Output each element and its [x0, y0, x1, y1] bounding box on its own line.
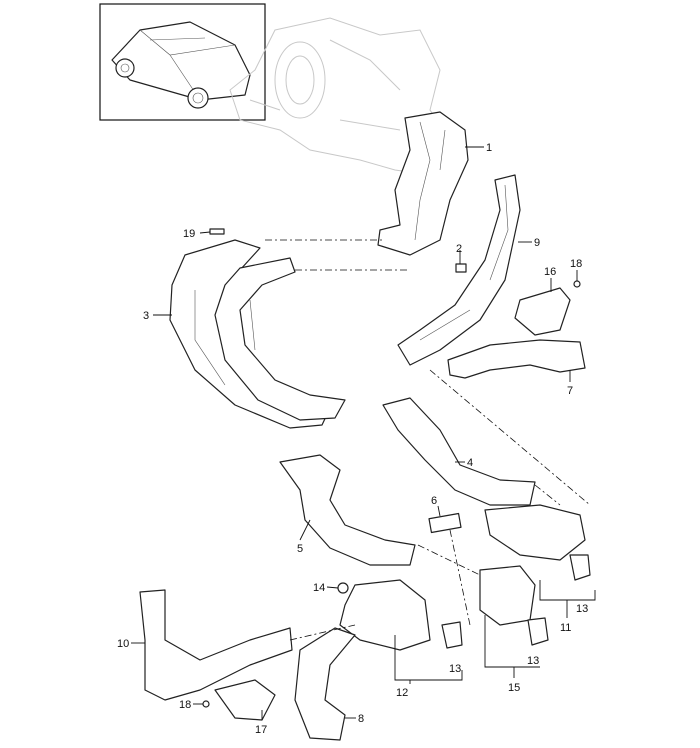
callout-5: 5 [297, 543, 303, 555]
callout-18-top: 18 [570, 258, 582, 270]
part-11-blower-right [484, 504, 591, 581]
callout-12: 12 [396, 687, 408, 699]
part-16-bracket [514, 287, 571, 336]
part-3-duct [169, 239, 346, 429]
callout-6: 6 [431, 495, 437, 507]
part-1-duct [377, 111, 469, 256]
callout-2: 2 [456, 243, 462, 255]
part-10-duct [139, 589, 293, 701]
part-9-duct [397, 174, 521, 366]
part-7-duct [447, 339, 586, 379]
callout-4: 4 [467, 457, 473, 469]
callout-10: 10 [117, 638, 129, 650]
callout-15: 15 [508, 682, 520, 694]
callout-13-center: 13 [449, 663, 461, 675]
callout-1: 1 [486, 142, 492, 154]
part-19-clip [209, 228, 225, 235]
callout-3: 3 [143, 310, 149, 322]
part-17-bracket [214, 679, 276, 721]
part-14-nut [337, 582, 349, 594]
part-18-screw-top [573, 280, 581, 288]
part-18-screw-bottom [202, 700, 210, 708]
leader-lines [131, 146, 596, 720]
callout-8: 8 [358, 713, 364, 725]
callout-18-bottom: 18 [179, 699, 191, 711]
callouts: 1 19 2 9 18 16 3 7 4 6 5 14 13 11 10 13 … [117, 142, 588, 736]
callout-13-lower: 13 [527, 655, 539, 667]
gearbox-ghost [229, 17, 451, 176]
callout-14: 14 [313, 582, 325, 594]
callout-19: 19 [183, 228, 195, 240]
callout-11: 11 [560, 622, 571, 634]
callout-17: 17 [255, 724, 267, 736]
part-4-duct [382, 397, 536, 506]
part-2-clip [455, 263, 467, 273]
part-6-vent [428, 512, 462, 534]
part-5-duct [279, 454, 416, 566]
part-12-blower-center [339, 579, 463, 651]
callout-9: 9 [534, 237, 540, 249]
vehicle-inset [99, 3, 266, 121]
part-15-blower-lower [479, 565, 549, 646]
callout-16: 16 [544, 266, 556, 278]
part-8-duct [294, 627, 356, 741]
callout-13-right: 13 [576, 603, 588, 615]
callout-7: 7 [567, 385, 573, 397]
